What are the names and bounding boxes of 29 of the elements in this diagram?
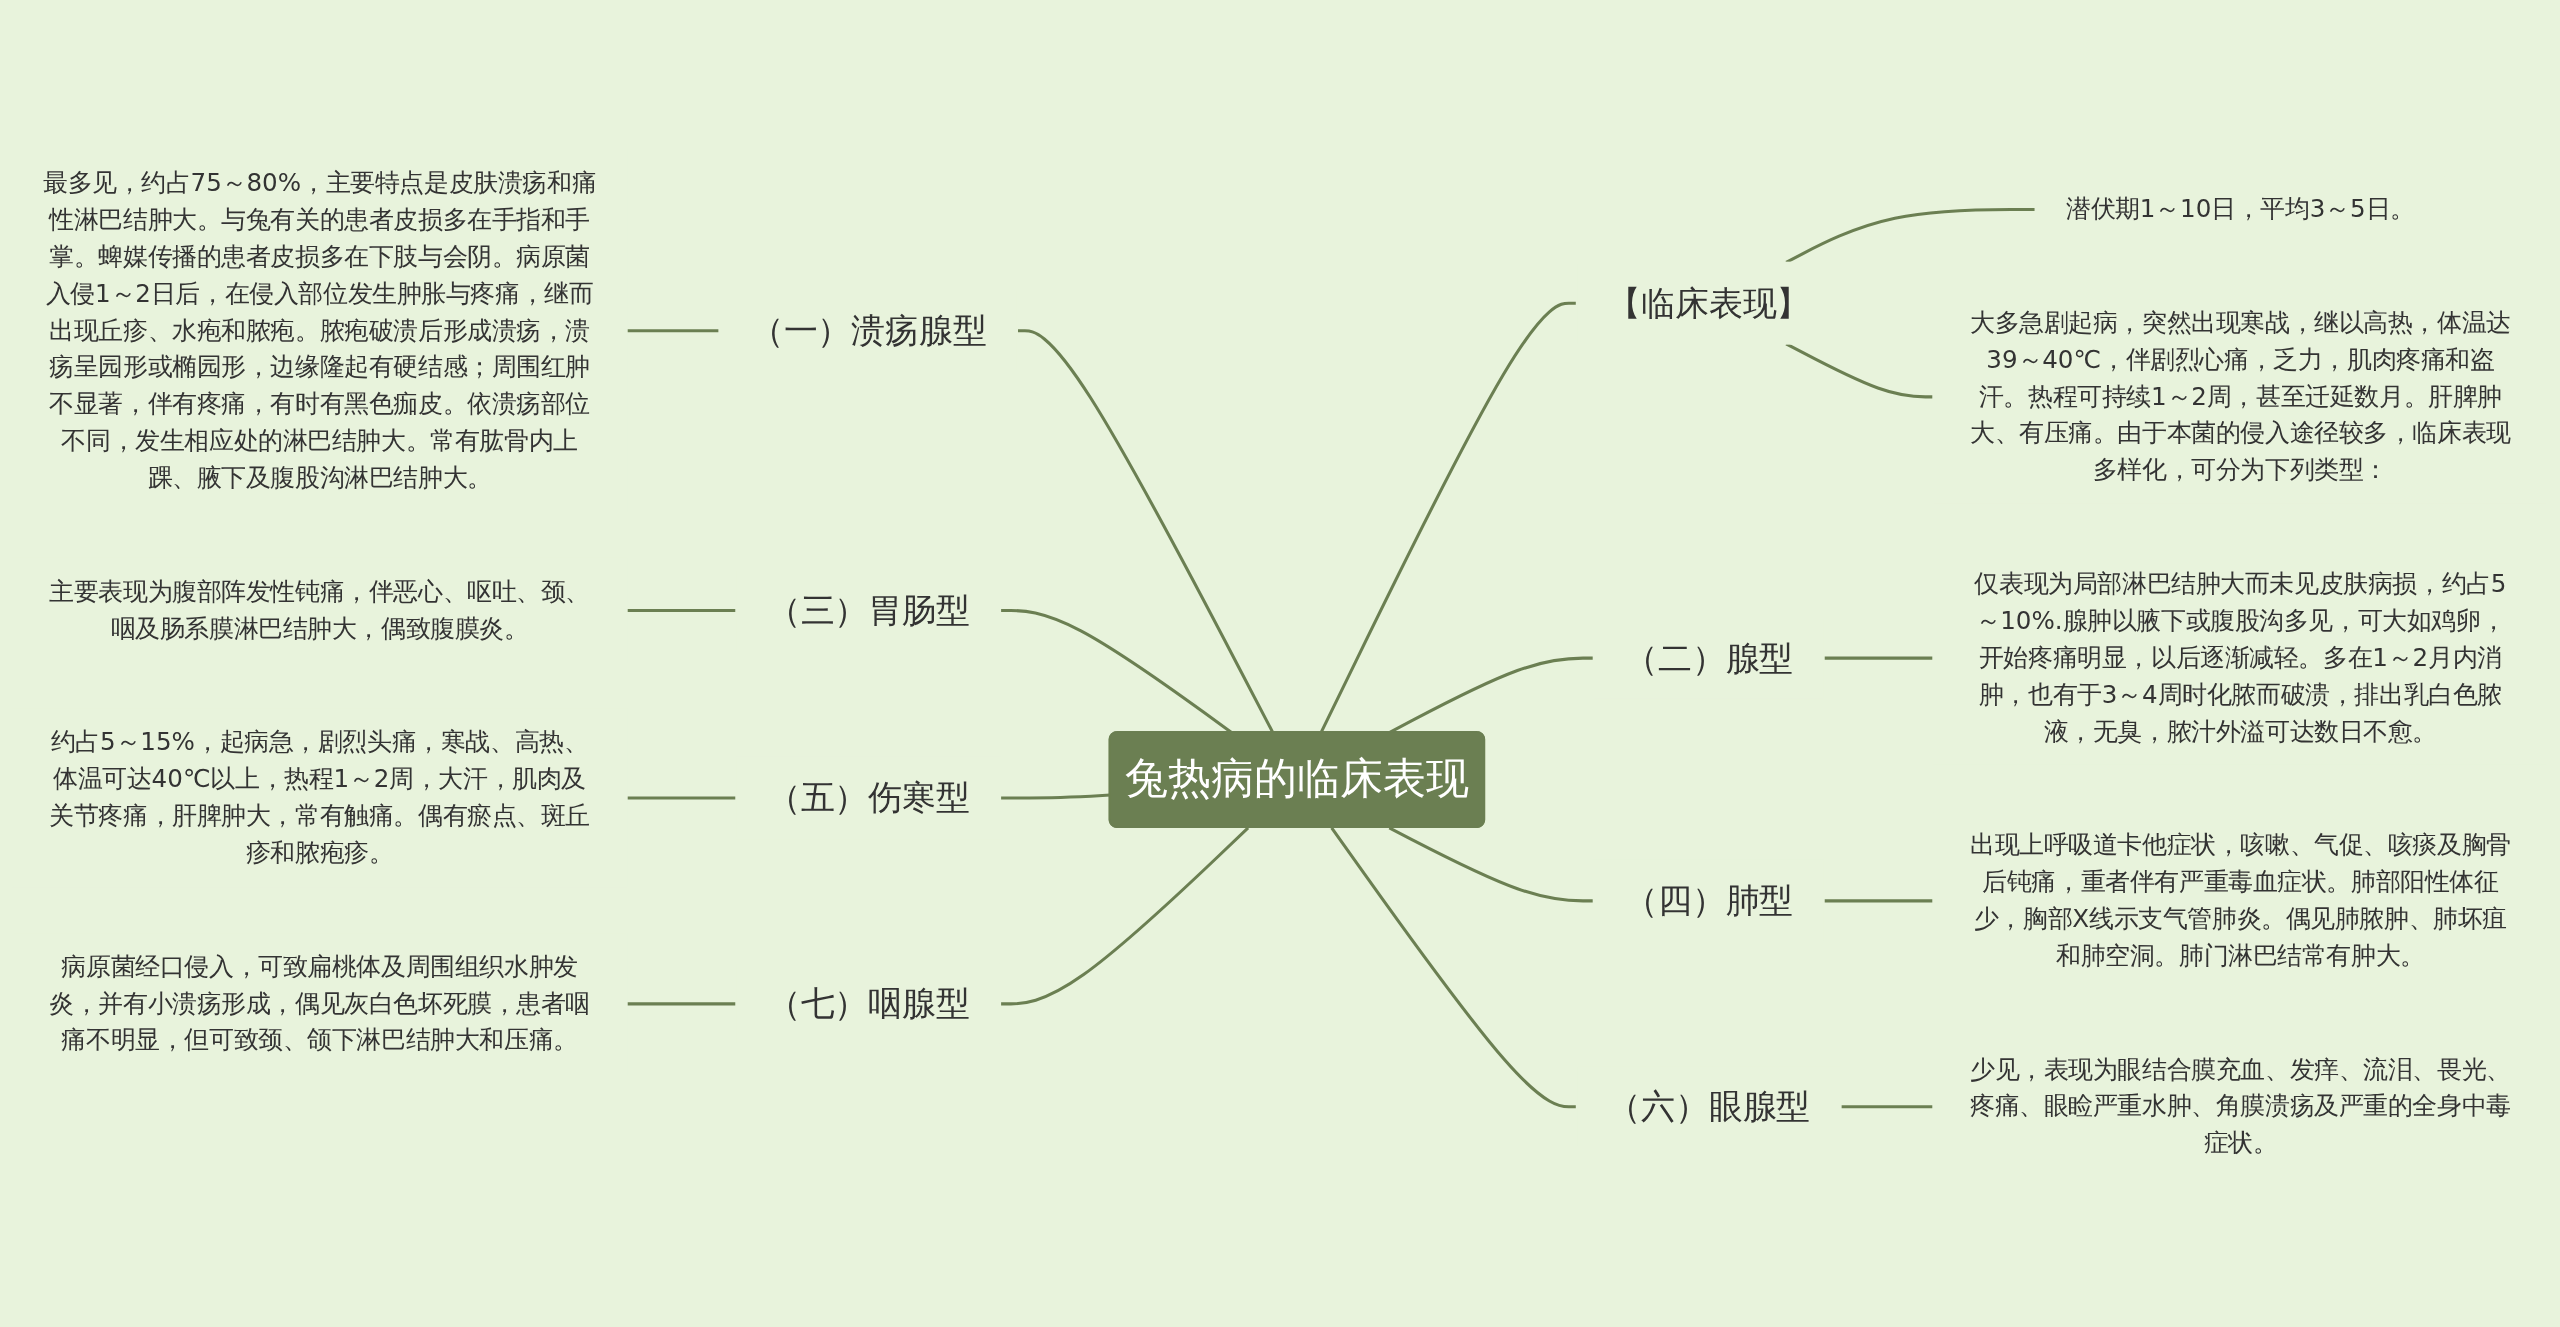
- connector: [1388, 826, 1594, 903]
- connector: [1785, 342, 1934, 399]
- connector: [1330, 827, 1577, 1109]
- node-text: 大多急剧起病，突然出现寒战，继以高热，体温达39～40℃，伴剧烈心痛，乏力，肌肉疼痛和盗汗。热程可持续1～2周，甚至迁延数月。肝脾肿大、有压痛。由于本菌的侵入途径较多，临床表现多样化，可分为下列类型：: [1969, 307, 2511, 485]
- node-text: （二）腺型: [1624, 638, 1794, 678]
- node-text: 仅表现为局部淋巴结肿大而未见皮肤病损，约占5～10%.腺肿以腋下或腹股沟多见，可大如鸡卵，开始疼痛明显，以后逐渐减轻。多在1～2月内消肿，也有于3～4周时化脓而破溃，排出乳白色脓液，无臭，脓汁外溢可达数日不愈。: [1974, 569, 2507, 746]
- node-text: 少见，表现为眼结合膜充血、发痒、流泪、畏光、疼痛、眼睑严重水肿、角膜溃疡及严重的全身中毒症状。: [1969, 1054, 2511, 1158]
- connector: [626, 796, 737, 800]
- connector: [626, 608, 737, 613]
- connector: [626, 1002, 737, 1006]
- node-text: 约占5～15%，起病急，剧烈头痛，寒战、高热、体温可达40℃以上，热程1～2周，大汗，肌肉及关节疼痛，肝脾肿大，常有触痛。偶有瘀点、斑丘疹和脓疱疹。: [49, 727, 591, 868]
- connector: [1785, 207, 2036, 264]
- node-text: （六）眼腺型: [1607, 1087, 1811, 1127]
- connector: [626, 329, 720, 333]
- node-text: 最多见，约占75～80%，主要特点是皮肤溃疡和痛性淋巴结肿大。与兔有关的患者皮损多在手指和手掌。蜱媒传播的患者皮损多在下肢与会阴。病原菌入侵1～2日后，在侵入部位发生肿胀与疼痛，继而出现丘疹、水疱和脓疱。脓疱破溃后形成溃疡，溃疡呈园形或椭园形，边缘隆起有硬结感；周围红肿不显著，伴有疼痛，有时有黑色痂皮。依溃疡部位不同，发生相应处的淋巴结肿大。常有肱骨内上踝、腋下及腹股沟淋巴结肿大。: [43, 167, 597, 493]
- node-text: 【临床表现】: [1607, 283, 1811, 323]
- connector: [1823, 899, 1934, 903]
- node-text: （四）肺型: [1624, 881, 1794, 921]
- node-text: 病原菌经口侵入，可致扁桃体及周围组织水肿发炎，并有小溃疡形成，偶见灰白色坏死膜，患者咽痛不明显，但可致颈、颌下淋巴结肿大和压痛。: [49, 951, 591, 1055]
- connector: [1840, 1105, 1934, 1109]
- connector: [1000, 826, 1250, 1006]
- node-text: （七）咽腺型: [766, 984, 970, 1024]
- node-text: 主要表现为腹部阵发性钝痛，伴恶心、呕吐、颈、咽及肠系膜淋巴结肿大，偶致腹膜炎。: [49, 576, 591, 643]
- node-text: 出现上呼吸道卡他症状，咳嗽、气促、咳痰及胸骨后钝痛，重者伴有严重毒血症状。肺部阳性体征少，胸部X线示支气管肺炎。偶见肺脓肿、肺坏疽和肺空洞。肺门淋巴结常有肿大。: [1969, 830, 2511, 971]
- node-text: （一）溃疡腺型: [749, 311, 987, 351]
- node-text: 潜伏期1～10日，平均3～5日。: [2066, 194, 2415, 224]
- connector: [1823, 656, 1934, 660]
- node-text: （三）胃肠型: [766, 591, 970, 630]
- node-text: （五）伤寒型: [766, 778, 970, 818]
